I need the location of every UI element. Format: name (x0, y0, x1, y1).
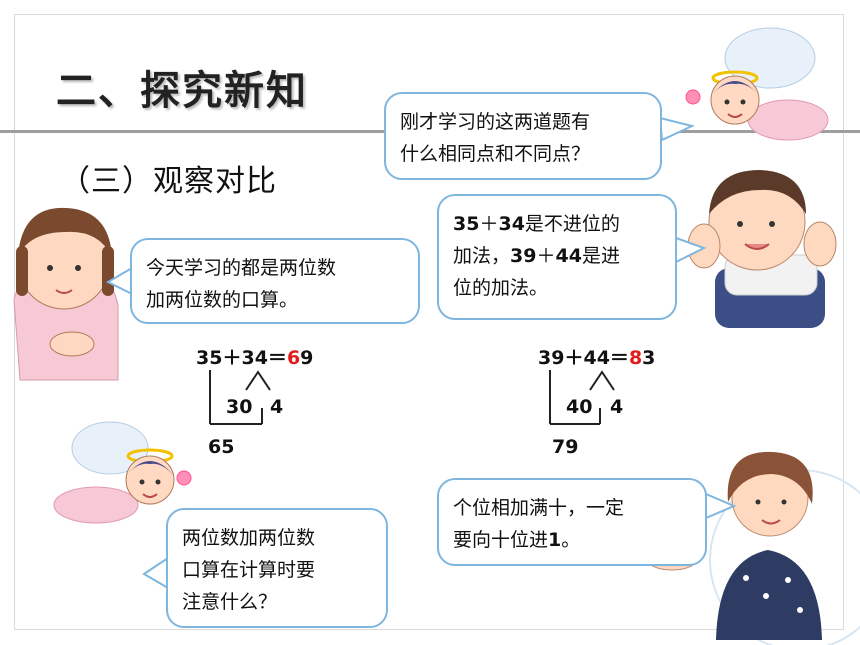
bubble-number: 1 (548, 529, 562, 551)
bubble-tail (142, 556, 169, 590)
bubble-line: 35＋34是不进位的 (453, 208, 661, 240)
bubble-number: 35 (453, 213, 480, 235)
result-ones-digit: 3 (642, 347, 656, 369)
bubble-number: 39 (510, 245, 537, 267)
result-tens-digit: 8 (628, 347, 643, 369)
calc2-equation: 39＋44＝83 (538, 343, 655, 370)
bubble-line: 加法，39＋44是进 (453, 240, 661, 272)
bubble-line: 要向十位进1。 (453, 524, 691, 556)
bubble-text: 。 (561, 529, 581, 551)
addend: 34 (241, 347, 268, 369)
bubble-line: 什么相同点和不同点？ (400, 143, 591, 165)
plus-sign: ＋ (564, 347, 584, 369)
bubble-line: 位的加法。 (453, 277, 549, 299)
bubble-line: 口算在计算时要 (182, 559, 316, 581)
bubble-text: 是不进位的 (524, 213, 620, 235)
bubble-text: 加法， (453, 245, 511, 267)
bubble-line: 加两位数的口算。 (146, 289, 299, 311)
bubble-number: 44 (555, 245, 582, 267)
addend: 39 (538, 347, 565, 369)
teacher-speech-bubble: 个位相加满十，一定 要向十位进1。 (437, 478, 707, 566)
equals-sign: ＝ (267, 347, 287, 369)
calc1-split-tens: 30 (226, 396, 253, 418)
bubble-line: 今天学习的都是两位数 (146, 257, 337, 279)
calc2-split-ones: 4 (610, 396, 624, 418)
bubble-line: 注意什么？ (182, 591, 278, 613)
result-tens-digit: 6 (286, 347, 301, 369)
bubble-line: 个位相加满十，一定 (453, 497, 625, 519)
girl-illustration (13, 207, 119, 381)
section-subtitle: （三）观察对比 (60, 164, 277, 199)
angel-note-bubble: 两位数加两位数 口算在计算时要 注意什么？ (166, 508, 388, 628)
addend: 44 (583, 347, 610, 369)
plus-sign: ＋ (479, 213, 499, 235)
angel-top-illustration (685, 27, 829, 141)
slide-frame (14, 14, 844, 630)
plus-sign: ＋ (536, 245, 556, 267)
slide-title: 二、探究新知 (56, 68, 308, 114)
calc1-diagram-lines (209, 370, 271, 425)
angel-bottom-illustration (53, 421, 192, 524)
calc2-partial-sum: 79 (552, 436, 579, 458)
equals-sign: ＝ (609, 347, 629, 369)
bubble-text: 要向十位进 (453, 529, 549, 551)
result-ones-digit: 9 (300, 347, 314, 369)
girl-speech-bubble: 今天学习的都是两位数 加两位数的口算。 (130, 238, 420, 324)
calc2-split-tens: 40 (566, 396, 593, 418)
calc1-partial-sum: 65 (208, 436, 235, 458)
bubble-number: 34 (498, 213, 525, 235)
bubble-line: 两位数加两位数 (182, 527, 316, 549)
teacher-illustration (647, 451, 860, 645)
calc1-split-ones: 4 (270, 396, 284, 418)
calc1-equation: 35＋34＝69 (196, 343, 313, 370)
bubble-tail (658, 116, 695, 142)
plus-sign: ＋ (222, 347, 242, 369)
addend: 35 (196, 347, 223, 369)
angel-question-bubble: 刚才学习的这两道题有 什么相同点和不同点？ (384, 92, 662, 180)
calc2-diagram-lines (549, 370, 615, 425)
bubble-text: 是进 (581, 245, 620, 267)
boy-illustration (687, 170, 837, 328)
bubble-line: 刚才学习的这两道题有 (400, 111, 591, 133)
boy-speech-bubble: 35＋34是不进位的 加法，39＋44是进 位的加法。 (437, 194, 677, 320)
